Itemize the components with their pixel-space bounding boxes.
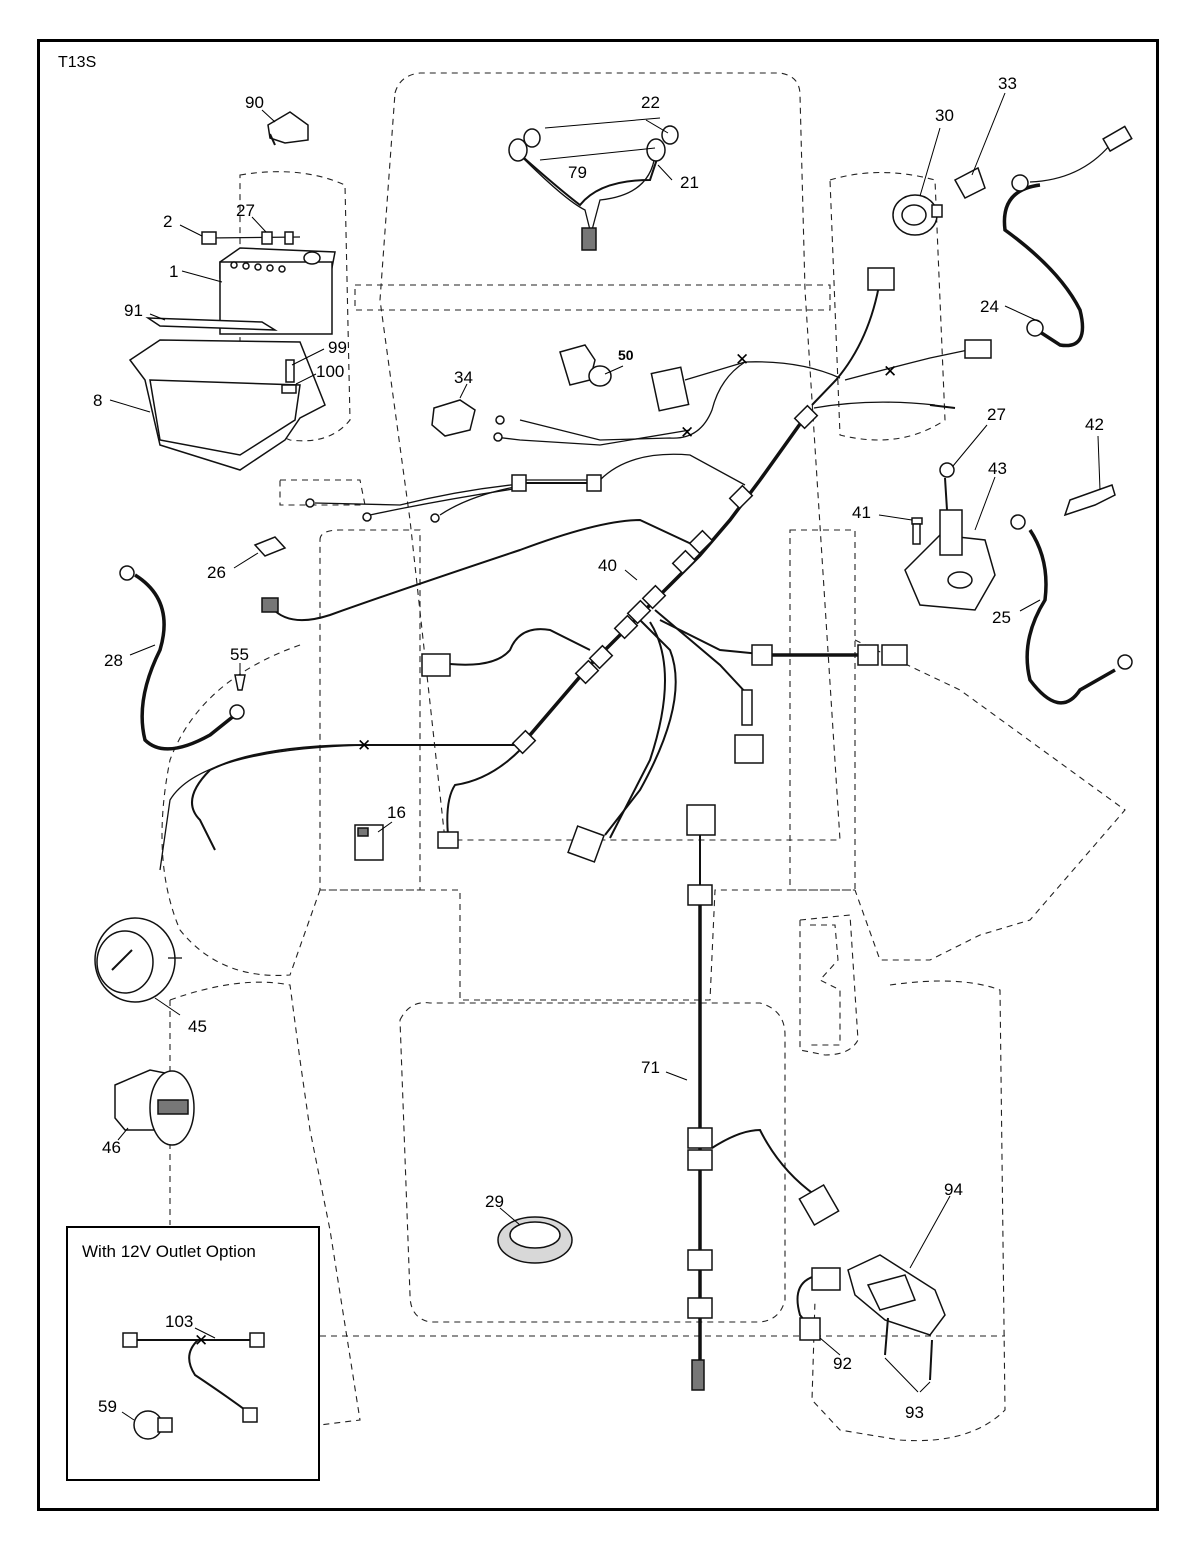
callout-27-battery: 27 xyxy=(236,201,255,220)
callout-29: 29 xyxy=(485,1192,504,1211)
headlight-harness xyxy=(508,117,679,251)
callout-27-solenoid: 27 xyxy=(987,405,1006,424)
callout-45: 45 xyxy=(188,1017,207,1036)
callout-55: 55 xyxy=(230,645,249,664)
svg-text:✕: ✕ xyxy=(194,1331,208,1350)
callout-71: 71 xyxy=(641,1058,660,1077)
callout-41: 41 xyxy=(852,503,871,522)
svg-text:✕: ✕ xyxy=(680,423,694,442)
svg-text:✕: ✕ xyxy=(883,362,897,381)
callout-1: 1 xyxy=(169,262,178,281)
svg-text:✕: ✕ xyxy=(357,736,371,755)
callout-34: 34 xyxy=(454,368,473,387)
inset-12v-outlet: With 12V Outlet Option ✕ xyxy=(66,1226,320,1481)
callout-28: 28 xyxy=(104,651,123,670)
callout-21: 21 xyxy=(680,173,699,192)
callout-59: 59 xyxy=(98,1397,117,1416)
callout-22: 22 xyxy=(641,93,660,112)
callout-90: 90 xyxy=(245,93,264,112)
callout-16: 16 xyxy=(387,803,406,822)
callout-79: 79 xyxy=(568,163,587,182)
leader-lines xyxy=(109,92,1101,1421)
callout-2: 2 xyxy=(163,212,172,231)
callout-24: 24 xyxy=(980,297,999,316)
callout-25: 25 xyxy=(992,608,1011,627)
callout-50: 50 xyxy=(618,347,634,363)
callout-40: 40 xyxy=(598,556,617,575)
svg-text:✕: ✕ xyxy=(735,350,749,369)
diagram-frame xyxy=(37,39,1159,1511)
inset-title: With 12V Outlet Option xyxy=(82,1242,256,1261)
callout-91: 91 xyxy=(124,301,143,320)
callout-99: 99 xyxy=(328,338,347,357)
callout-8: 8 xyxy=(93,391,102,410)
callout-30: 30 xyxy=(935,106,954,125)
callout-100: 100 xyxy=(316,362,344,381)
callout-labels: 90 22 79 21 30 33 27 2 1 91 24 99 50 100… xyxy=(93,74,1104,1422)
callout-103: 103 xyxy=(165,1312,193,1331)
callout-93: 93 xyxy=(905,1403,924,1422)
harness-clips xyxy=(511,404,908,755)
misc-parts xyxy=(94,111,1133,1393)
callout-94: 94 xyxy=(944,1180,963,1199)
callout-92: 92 xyxy=(833,1354,852,1373)
harness-connectors: ✕ ✕ ✕ ✕ xyxy=(261,267,992,863)
battery-assembly xyxy=(128,231,336,471)
callout-42: 42 xyxy=(1085,415,1104,434)
callout-26: 26 xyxy=(207,563,226,582)
tractor-outline xyxy=(161,72,1126,1442)
callout-43: 43 xyxy=(988,459,1007,478)
callout-33: 33 xyxy=(998,74,1017,93)
callout-46: 46 xyxy=(102,1138,121,1157)
diagram-code: T13S xyxy=(58,54,97,71)
